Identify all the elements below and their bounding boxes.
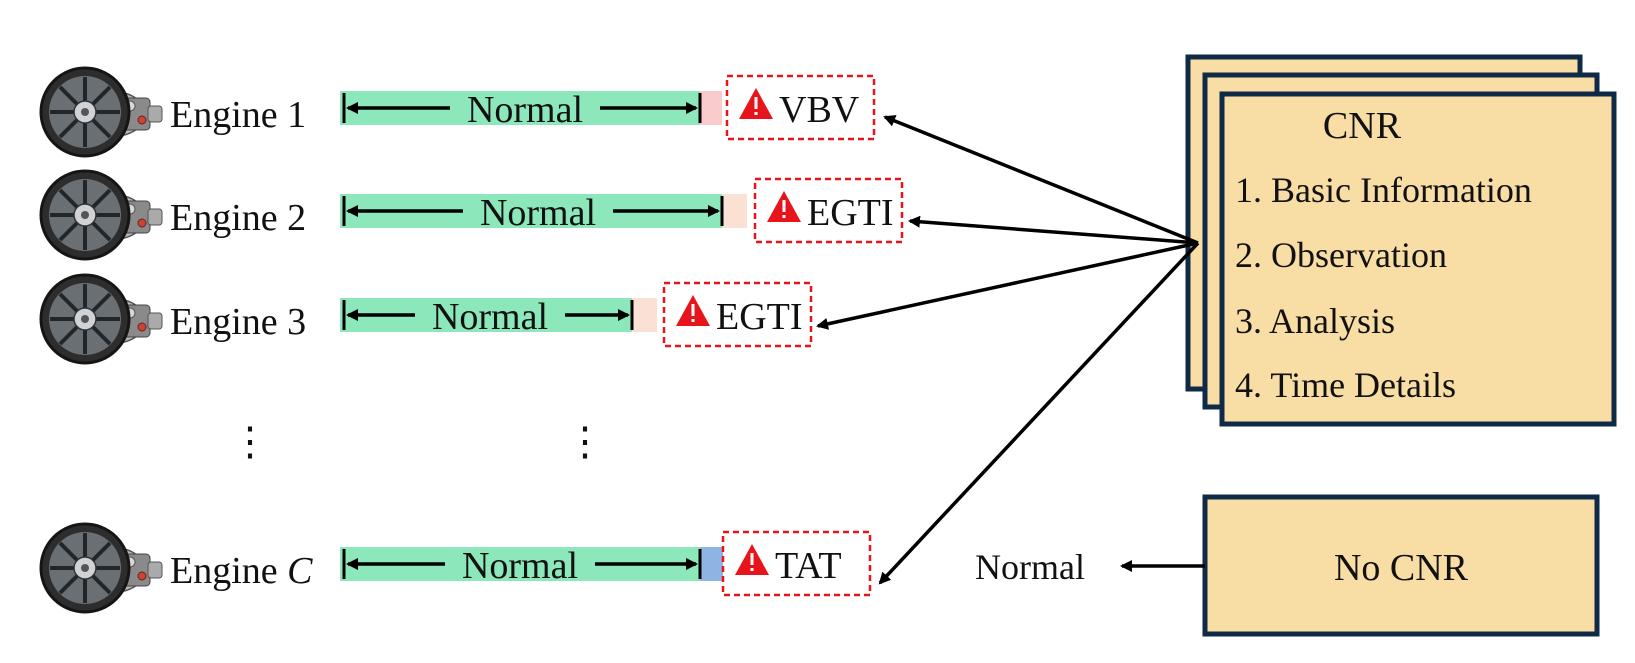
engine-label-prefix: Engine (170, 197, 287, 239)
engine-label-prefix: Engine (170, 301, 287, 343)
engine-label: Engine 2 (170, 197, 306, 239)
cnr-card-title: CNR (1323, 105, 1402, 147)
cnr-arrows (816, 115, 1200, 585)
engine-label-id: 2 (287, 197, 306, 239)
cnr-item: 1. Basic Information (1235, 170, 1532, 210)
arrow-cnr-engine-2 (908, 215, 1199, 245)
alert-label: EGTI (716, 296, 803, 338)
anomaly-segment (722, 194, 747, 228)
engine-label: Engine 3 (170, 301, 306, 343)
arrow-cnr-engine-c (878, 241, 1200, 585)
jet-engine-icon (39, 273, 164, 365)
engine-label: Engine C (170, 550, 313, 592)
normal-bar-label: Normal (432, 296, 548, 338)
alert-box (725, 74, 876, 141)
engine-label-id: C (287, 550, 313, 592)
cnr-card-stack: CNR 1. Basic Information 2. Observation … (1185, 54, 1617, 427)
cnr-item: 3. Analysis (1235, 301, 1395, 341)
arrow-cnr-engine-3 (816, 241, 1199, 330)
cnr-item: 4. Time Details (1235, 365, 1456, 405)
warning-triangle-icon (739, 88, 773, 119)
normal-bar-label: Normal (467, 89, 583, 131)
no-cnr-box: No CNR (1202, 494, 1600, 637)
engine-label-id: 1 (287, 94, 306, 136)
engine-label-id: 3 (287, 301, 306, 343)
warning-triangle-icon (676, 295, 710, 326)
anomaly-segment (700, 91, 722, 125)
anomaly-segment (632, 298, 657, 332)
engine-row: Engine 2 Normal EGTI (39, 169, 904, 261)
anomaly-segment (700, 547, 725, 581)
ellipsis-engines: ⋮ (230, 419, 270, 464)
engine-label-prefix: Engine (170, 94, 287, 136)
warning-triangle-icon (735, 544, 769, 575)
alert-label: EGTI (807, 192, 894, 234)
engine-row: Engine C Normal TAT (39, 522, 872, 614)
arrow-cnr-engine-1 (883, 115, 1199, 245)
jet-engine-icon (39, 522, 164, 614)
normal-bar-label: Normal (462, 545, 578, 587)
cnr-item: 2. Observation (1235, 235, 1447, 275)
no-cnr-label: No CNR (1334, 547, 1469, 589)
engine-row: Engine 3 Normal EGTI (39, 273, 813, 365)
jet-engine-icon (39, 169, 164, 261)
ellipsis-bars: ⋮ (565, 419, 605, 464)
engine-label: Engine 1 (170, 94, 306, 136)
alert-label: VBV (779, 89, 860, 131)
normal-bar-label: Normal (480, 192, 596, 234)
engine-label-prefix: Engine (170, 550, 287, 592)
engine-row: Engine 1 Normal VBV (39, 66, 876, 158)
warning-triangle-icon (767, 191, 801, 222)
no-cnr-result: Normal (975, 547, 1085, 587)
alert-label: TAT (775, 545, 842, 587)
cnr-card-front (1219, 91, 1617, 427)
jet-engine-icon (39, 66, 164, 158)
